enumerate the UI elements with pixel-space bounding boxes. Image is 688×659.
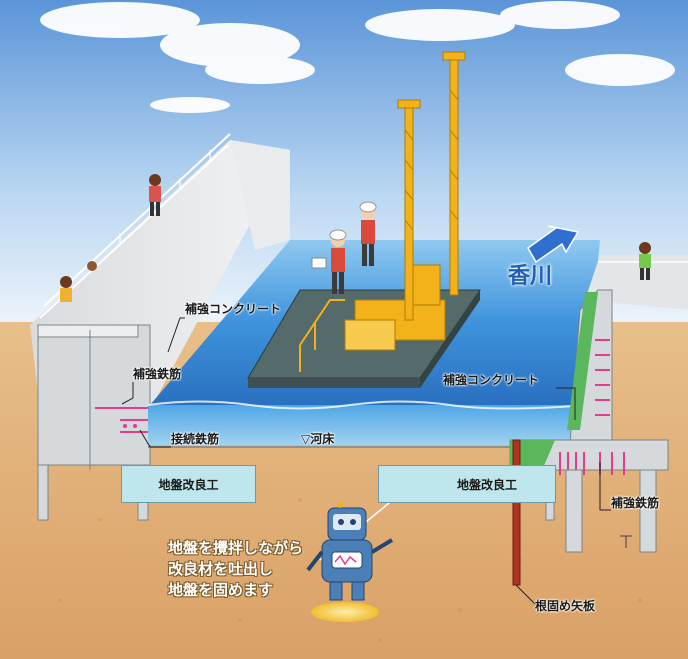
river-name: 香川 [508, 264, 553, 289]
robot-speech-line-2: 改良材を吐出し [168, 560, 274, 578]
robot-speech-note: 地盤を攪拌しながら 改良材を吐出し 地盤を固めます [168, 538, 303, 601]
robot-mascot-icon [306, 502, 394, 622]
label-reinforced-concrete-right: 補強コンクリート [443, 373, 540, 387]
label-reinforced-rebar-left: 補強鉄筋 [133, 367, 182, 381]
label-reinforced-concrete-left: 補強コンクリート [185, 302, 282, 316]
robot-speech-line-3: 地盤を固めます [168, 581, 274, 599]
label-sheet-pile: 根固め矢板 [535, 599, 596, 613]
river-flow-arrow-icon [527, 225, 580, 264]
label-reinforced-rebar-right: 補強鉄筋 [611, 496, 660, 510]
label-connecting-rebar: 接続鉄筋 [171, 432, 220, 446]
ground-improvement-center-box: 地盤改良工 [378, 465, 556, 503]
robot-speech-line-1: 地盤を攪拌しながら [168, 539, 304, 557]
label-riverbed: ▽河床 [301, 432, 335, 446]
ground-improvement-left-box: 地盤改良工 [121, 465, 256, 503]
